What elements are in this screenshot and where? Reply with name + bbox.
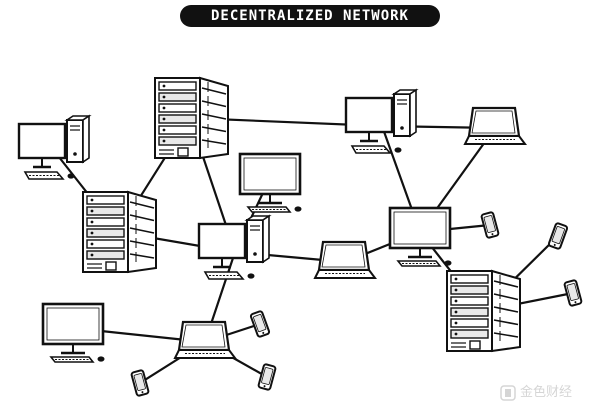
desktop-3-node (344, 88, 419, 154)
laptop-3-node (173, 320, 237, 359)
monitor-2-node (41, 302, 105, 363)
laptop-1-node (463, 106, 527, 145)
diagram-title: DECENTRALIZED NETWORK (210, 8, 409, 24)
watermark: 金色财经 (500, 383, 596, 403)
phone-6-node (257, 363, 277, 391)
title-banner: DECENTRALIZED NETWORK (180, 5, 440, 27)
coin-logo-icon (500, 385, 516, 401)
watermark-text: 金色财经 (520, 385, 573, 400)
server-3-node (446, 269, 521, 353)
phone-5-node (130, 369, 150, 397)
monitor-3-node (388, 206, 452, 267)
laptop-2-node (313, 240, 377, 279)
phone-1-node (480, 211, 500, 239)
monitor-1-node (238, 152, 302, 213)
nodes-layer (17, 76, 583, 397)
server-1-node (154, 76, 229, 160)
desktop-2-node (197, 214, 272, 280)
server-2-node (82, 190, 157, 274)
phone-4-node (249, 310, 271, 338)
phone-2-node (547, 222, 569, 250)
phone-3-node (563, 279, 583, 307)
desktop-1-node (17, 114, 92, 180)
